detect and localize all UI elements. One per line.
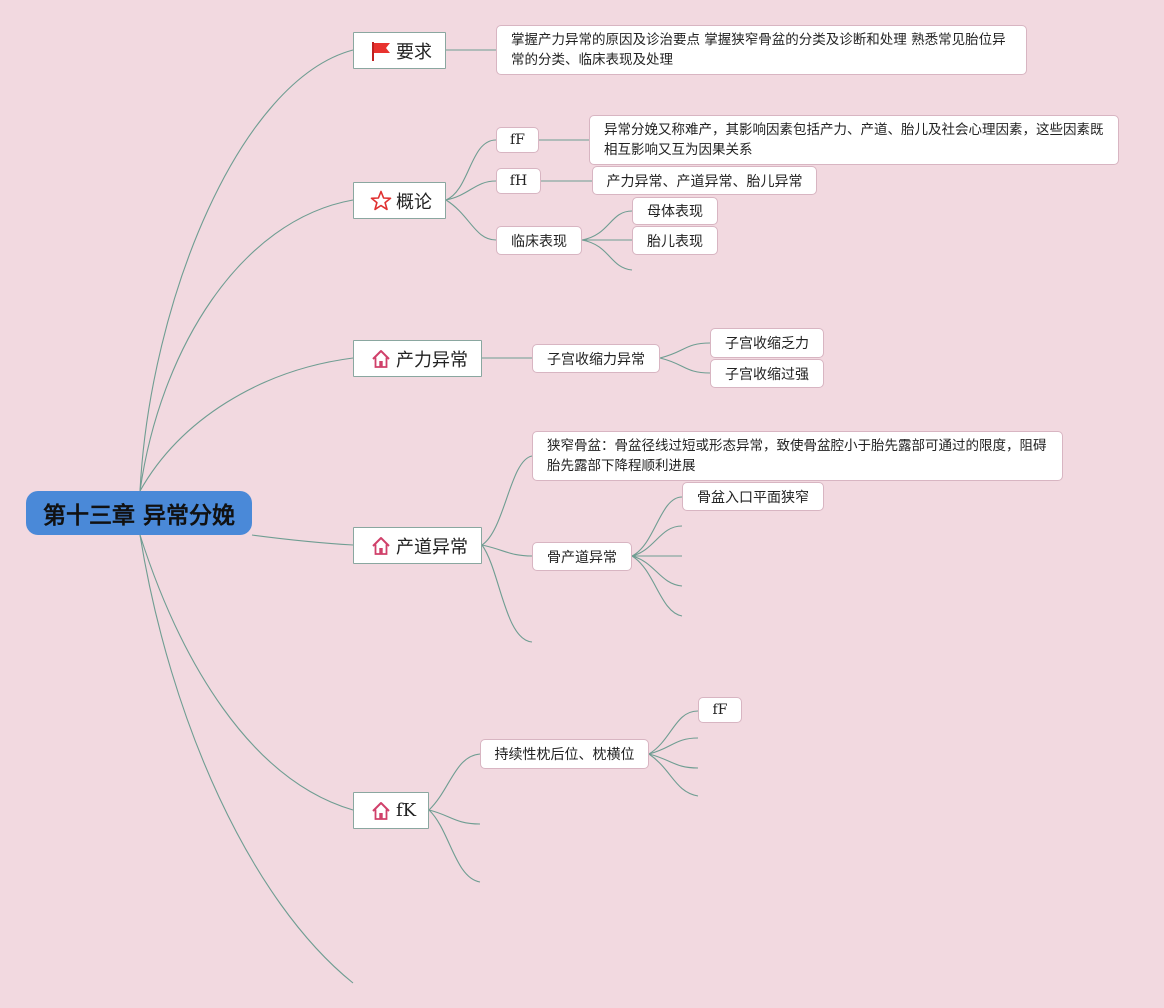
uterine-contraction-abnormal[interactable]: 子宫收缩力异常	[532, 344, 660, 373]
topic-fk-label: fK	[396, 800, 417, 821]
topic-requirements[interactable]: 要求	[353, 32, 446, 69]
overview-ff-detail-text: 异常分娩又称难产，其影响因素包括产力、产道、胎儿及社会心理因素，这些因素既相互影…	[604, 122, 1104, 158]
narrow-pelvis-detail[interactable]: 狭窄骨盆：骨盆径线过短或形态异常，致使骨盆腔小于胎先露部可通过的限度，阻碍胎先露…	[532, 431, 1063, 481]
narrow-pelvis-text: 狭窄骨盆：骨盆径线过短或形态异常，致使骨盆腔小于胎先露部可通过的限度，阻碍胎先露…	[547, 438, 1047, 474]
house-icon	[370, 800, 392, 822]
pelvic-inlet-contraction[interactable]: 骨盆入口平面狭窄	[682, 482, 824, 511]
overview-fh[interactable]: fH	[496, 168, 541, 194]
topic-birth-canal-label: 产道异常	[396, 536, 468, 558]
overview-ff[interactable]: fF	[496, 127, 539, 153]
fk-ff[interactable]: fF	[698, 697, 742, 723]
star-icon	[370, 190, 392, 212]
house-icon	[370, 535, 392, 557]
topic-requirements-label: 要求	[396, 41, 432, 63]
clinical-fetal[interactable]: 胎儿表现	[632, 226, 718, 255]
overview-ff-detail[interactable]: 异常分娩又称难产，其影响因素包括产力、产道、胎儿及社会心理因素，这些因素既相互影…	[589, 115, 1119, 165]
red-flag-icon	[370, 40, 392, 62]
topic-overview-label: 概论	[396, 191, 432, 213]
bony-canal-abnormal[interactable]: 骨产道异常	[532, 542, 632, 571]
clinical-maternal[interactable]: 母体表现	[632, 197, 718, 225]
topic-labor-force[interactable]: 产力异常	[353, 340, 482, 377]
requirements-detail[interactable]: 掌握产力异常的原因及诊治要点 掌握狭窄骨盆的分类及诊断和处理 熟悉常见胎位异常的…	[496, 25, 1027, 75]
topic-overview[interactable]: 概论	[353, 182, 446, 219]
topic-birth-canal[interactable]: 产道异常	[353, 527, 482, 564]
overview-clinical[interactable]: 临床表现	[496, 226, 582, 255]
persistent-occiput-position[interactable]: 持续性枕后位、枕横位	[480, 739, 649, 769]
requirements-detail-text: 掌握产力异常的原因及诊治要点 掌握狭窄骨盆的分类及诊断和处理 熟悉常见胎位异常的…	[511, 32, 1006, 68]
root-topic[interactable]: 第十三章 异常分娩	[26, 491, 252, 535]
topic-fk[interactable]: fK	[353, 792, 429, 829]
uterine-inertia[interactable]: 子宫收缩乏力	[710, 328, 824, 358]
overview-fh-detail[interactable]: 产力异常、产道异常、胎儿异常	[592, 166, 817, 195]
topic-labor-force-label: 产力异常	[396, 349, 468, 371]
house-icon	[370, 348, 392, 370]
uterine-overactivity[interactable]: 子宫收缩过强	[710, 359, 824, 388]
